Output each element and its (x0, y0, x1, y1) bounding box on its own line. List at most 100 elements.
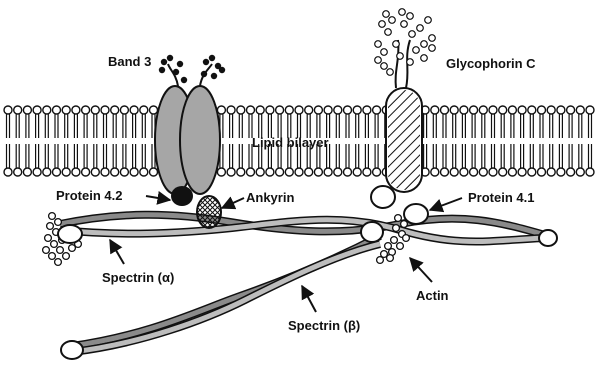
lipid-head (285, 106, 293, 114)
actin-bead (393, 225, 400, 232)
arrow-spectrin-alpha (110, 240, 124, 264)
lipid-head (247, 106, 255, 114)
lipid-head (295, 106, 303, 114)
lipid-head (111, 168, 119, 176)
glycan-bead (389, 17, 396, 24)
lipid-head (499, 168, 507, 176)
spectrin-end-node-bottom (61, 341, 83, 359)
lipid-head (353, 106, 361, 114)
glycan-bead (421, 41, 428, 48)
lipid-head (324, 168, 332, 176)
glycan-bead (429, 35, 436, 42)
lipid-head (373, 168, 381, 176)
lipid-head (586, 106, 594, 114)
lipid-head (33, 168, 41, 176)
lipid-head (470, 168, 478, 176)
lipid-head (479, 168, 487, 176)
lipid-head (363, 168, 371, 176)
glycan-bead (375, 57, 382, 64)
glycan-bead (161, 59, 167, 65)
lipid-head (130, 168, 138, 176)
lipid-head (256, 168, 264, 176)
arrow-spectrin-beta (302, 286, 316, 312)
glycophorin-anchor-node (371, 186, 395, 208)
lipid-head (227, 168, 235, 176)
glycan-bead (397, 53, 404, 60)
lipid-head (256, 106, 264, 114)
glycophorin-glycan-chains (375, 9, 436, 76)
arrow-protein-4-2 (146, 196, 170, 200)
lipid-head (120, 106, 128, 114)
lipid-head (305, 168, 313, 176)
actin-bead (57, 247, 64, 254)
lipid-head (295, 168, 303, 176)
glycan-bead (375, 41, 382, 48)
actin-bead (45, 235, 52, 242)
label-spectrin-alpha: Spectrin (α) (102, 270, 174, 285)
lipid-head (14, 106, 22, 114)
actin-bead (55, 219, 62, 226)
glycan-bead (177, 61, 183, 67)
label-lipid-bilayer: Lipid bilayer (252, 135, 329, 150)
actin-bead (403, 235, 410, 242)
lipid-head (314, 168, 322, 176)
glycan-bead (159, 67, 165, 73)
lipid-head (23, 106, 31, 114)
lipid-head (266, 168, 274, 176)
lipid-head (576, 168, 584, 176)
lipid-head (82, 168, 90, 176)
lipid-head (62, 106, 70, 114)
lipid-head (586, 168, 594, 176)
arrow-ankyrin (222, 198, 244, 208)
lipid-head (33, 106, 41, 114)
label-protein-4-1: Protein 4.1 (468, 190, 534, 205)
lipid-head (528, 106, 536, 114)
spectrin-end-node-right (539, 230, 557, 246)
lipid-head (557, 106, 565, 114)
label-band3: Band 3 (108, 54, 151, 69)
actin-bead (49, 253, 56, 260)
lipid-head (82, 106, 90, 114)
actin-bead (397, 243, 404, 250)
glycan-bead (421, 55, 428, 62)
actin-bead (47, 223, 54, 230)
lipid-head (334, 106, 342, 114)
lipid-head (276, 168, 284, 176)
glycan-bead (173, 69, 179, 75)
lipid-head (140, 106, 148, 114)
lipid-head (247, 168, 255, 176)
lipid-head (72, 106, 80, 114)
lipid-head (324, 106, 332, 114)
glycan-bead (393, 41, 400, 48)
lipid-head (489, 168, 497, 176)
lipid-head (23, 168, 31, 176)
glycan-bead (181, 77, 187, 83)
label-glycophorin-c: Glycophorin C (446, 56, 536, 71)
glycan-bead (401, 21, 408, 28)
label-spectrin-beta: Spectrin (β) (288, 318, 360, 333)
glycan-bead (425, 17, 432, 24)
glycan-bead (209, 55, 215, 61)
lipid-head (111, 106, 119, 114)
lipid-head (538, 106, 546, 114)
lipid-head (353, 168, 361, 176)
lipid-head (62, 168, 70, 176)
actin-bead (51, 241, 58, 248)
lipid-head (266, 106, 274, 114)
lipid-head (470, 106, 478, 114)
lipid-head (285, 168, 293, 176)
lipid-head (528, 168, 536, 176)
actin-bead (377, 257, 384, 264)
glycan-bead (211, 73, 217, 79)
glycan-bead (379, 21, 386, 28)
lipid-head (508, 168, 516, 176)
lipid-head (101, 168, 109, 176)
lipid-head (91, 106, 99, 114)
band3-protein (155, 64, 220, 194)
glycan-bead (167, 55, 173, 61)
lipid-head (441, 106, 449, 114)
lipid-head (227, 106, 235, 114)
spectrin-alpha-filament (60, 215, 545, 242)
